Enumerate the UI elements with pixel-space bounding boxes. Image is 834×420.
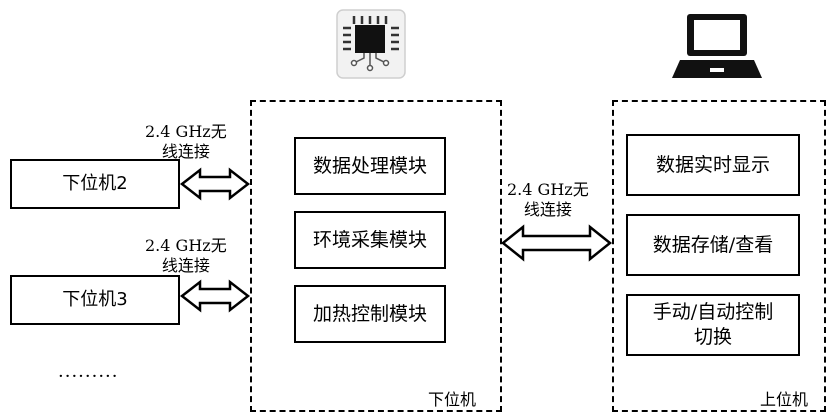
data-storage-view-module: 数据存储/查看 bbox=[626, 214, 800, 276]
module-label-line1: 数据实时显示 bbox=[655, 153, 770, 176]
lower-machine-3-box: 下位机3 bbox=[10, 275, 180, 325]
laptop-icon bbox=[672, 14, 762, 78]
wireless-label: 2.4 GHz无 线连接 bbox=[145, 122, 227, 162]
lower-machine-title: 下位机 bbox=[428, 390, 477, 409]
more-devices-ellipsis: ········· bbox=[58, 366, 119, 387]
wireless-link-arrow bbox=[500, 224, 613, 262]
upper-machine-title: 上位机 bbox=[760, 390, 809, 409]
upper-machine-container bbox=[612, 100, 826, 412]
wireless-label-line1: 2.4 GHz无 bbox=[507, 180, 589, 199]
heating-control-module: 加热控制模块 bbox=[294, 285, 446, 343]
realtime-display-module: 数据实时显示 bbox=[626, 134, 800, 196]
wireless-label-line2: 线连接 bbox=[161, 256, 210, 275]
wireless-label: 2.4 GHz无 线连接 bbox=[145, 236, 227, 276]
module-label-line1: 手动/自动控制 bbox=[652, 301, 774, 324]
data-processing-module: 数据处理模块 bbox=[294, 137, 446, 195]
wireless-label-line2: 线连接 bbox=[523, 200, 572, 219]
wireless-label-line1: 2.4 GHz无 bbox=[145, 236, 227, 255]
lower-machine-container bbox=[250, 100, 502, 412]
module-label-line1: 数据存储/查看 bbox=[652, 233, 774, 256]
lower-machine-2-box: 下位机2 bbox=[10, 159, 180, 209]
microcontroller-chip-icon bbox=[336, 9, 406, 79]
wireless-link-arrow bbox=[179, 279, 251, 313]
module-label-line2: 切换 bbox=[693, 326, 732, 348]
manual-auto-switch-module: 手动/自动控制 切换 bbox=[626, 294, 800, 356]
environment-acquisition-module: 环境采集模块 bbox=[294, 211, 446, 269]
wireless-label-line1: 2.4 GHz无 bbox=[145, 122, 227, 141]
wireless-label: 2.4 GHz无 线连接 bbox=[507, 180, 589, 220]
wireless-link-arrow bbox=[179, 167, 251, 201]
wireless-label-line2: 线连接 bbox=[161, 142, 210, 161]
